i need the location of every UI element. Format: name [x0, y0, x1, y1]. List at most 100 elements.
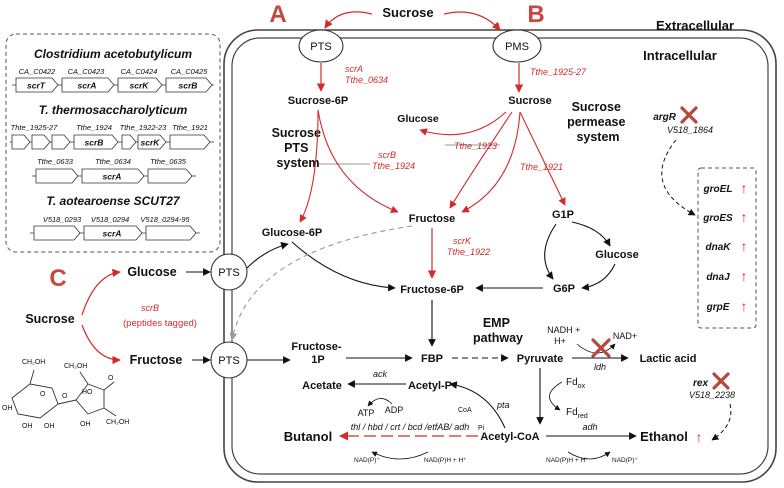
chaperone-box	[697, 167, 757, 329]
operon-tag: Tthe_0634	[95, 157, 131, 166]
atp: ATP	[358, 408, 375, 418]
extracellular-label: Extracellular	[656, 18, 734, 33]
gene-tthe-1922: Tthe_1922	[447, 247, 490, 257]
structure-label: OH	[80, 421, 91, 428]
arrow-sucrose-to-pms	[443, 11, 501, 31]
ethanol-cofactor-curve	[567, 451, 611, 460]
fd-curve	[549, 381, 563, 411]
ethanol: Ethanol	[640, 429, 688, 444]
arrow-pts-to-glucose6p	[246, 242, 289, 269]
operon-tag: CA_C0423	[68, 67, 106, 76]
operon-title-t-aote: T. aotearoense SCUT27	[46, 194, 180, 208]
gene-arrow	[31, 134, 51, 150]
operon-tag: Tthe_1922-23	[120, 123, 168, 132]
arrow-sucrose6p-to-fructose	[317, 109, 399, 214]
operon-panel	[5, 33, 221, 253]
gene-scrK: scrK	[453, 236, 472, 246]
acetyl-p: Acetyl-P	[408, 380, 452, 392]
up-arrow-icon: ↑	[741, 268, 748, 284]
pts-transporter-top	[298, 29, 344, 63]
operon-tag: V518_0294-95	[140, 215, 190, 224]
operon-tag: Tthe_0635	[150, 157, 187, 166]
gene-label: scrB	[179, 81, 198, 91]
pts-transporter-glucose	[210, 253, 248, 291]
fd-ox: Fdox	[566, 377, 586, 390]
gene-arrow	[147, 168, 193, 184]
arrow-sucrose-to-glucose-left	[81, 268, 121, 316]
gene-arrow	[33, 225, 81, 241]
argR-knockout-cross-icon	[680, 106, 698, 124]
permease-system-label: Sucrose permease system	[567, 100, 629, 144]
butanol-genes: thl / hbd / crt / bcd /etfAB/ adh	[351, 422, 470, 432]
arrow-sucrose-to-fructose-left	[81, 324, 121, 365]
nadh-h: NADH + H+	[547, 325, 583, 346]
arrow-g1p-to-glucose	[571, 221, 611, 247]
g1p: G1P	[552, 209, 574, 221]
glucose-right: Glucose	[595, 249, 638, 261]
arrow-sucrose-to-pts	[324, 11, 373, 29]
gene-arrow	[11, 134, 31, 150]
pts-label-glucose: PTS	[218, 267, 239, 279]
chaperone-dnak: dnaK	[706, 242, 732, 253]
structure-label: O	[40, 391, 46, 398]
pms-transporter	[492, 29, 542, 63]
glucose-upper: Glucose	[397, 113, 439, 125]
operon-tag: Thte_1925-27	[11, 123, 59, 132]
nadp-adh: NAD(P)⁺	[612, 457, 638, 464]
gene-label: scrK	[141, 138, 161, 148]
pi: Pi	[478, 425, 485, 432]
g6p: G6P	[553, 283, 575, 295]
up-arrow-icon: ↑	[741, 298, 748, 314]
fd-red: Fdred	[566, 407, 588, 420]
gene-scrB-left: scrB	[141, 303, 159, 313]
fbp: FBP	[421, 353, 443, 365]
gene-arrow	[121, 134, 137, 150]
arrow-sucrose-to-glucose	[419, 111, 507, 136]
gene-tthe-0634: Tthe_0634	[345, 75, 388, 85]
fructose-1p: Fructose- 1P	[291, 341, 344, 366]
pts-label-fructose: PTS	[218, 355, 239, 367]
up-arrow-icon: ↑	[741, 238, 748, 254]
rex-to-ethanol-arrow	[711, 403, 732, 441]
acetyl-coa: Acetyl-CoA	[480, 431, 539, 443]
gene-adh: adh	[582, 422, 597, 432]
arrow-glucose-to-g6p	[581, 263, 616, 291]
up-arrow-icon: ↑	[741, 209, 748, 225]
sucrose-left: Sucrose	[25, 312, 74, 326]
gene-tthe-1925-27: Tthe_1925-27	[530, 67, 587, 77]
operon-tag: CA_C0422	[19, 67, 57, 76]
operon-tag: Tthe_0633	[37, 157, 74, 166]
arrow-g1p-to-g6p	[544, 223, 557, 280]
atp-curve	[367, 398, 393, 407]
butanol-cofactor-curve	[371, 451, 429, 460]
arrow-sucrose-to-fructose-permease	[461, 111, 521, 213]
pts-system-label: Sucrose PTS system	[272, 126, 325, 170]
gene-arrow	[35, 168, 79, 184]
structure-label: CH₂OH	[106, 419, 129, 426]
chaperone-dnaj: dnaJ	[706, 272, 730, 283]
arrow-sucrose-to-g1p	[519, 111, 566, 206]
ldh-knockout-cross-icon	[591, 338, 611, 358]
up-arrow-icon: ↑	[741, 180, 748, 196]
chaperone-grpe: grpE	[706, 302, 730, 313]
lactic-acid: Lactic acid	[640, 353, 697, 365]
operon-tag: CA_C0425	[171, 67, 209, 76]
sucrose-intracellular: Sucrose	[508, 95, 551, 107]
pts-label-top: PTS	[310, 41, 331, 53]
rex-knockout-cross-icon	[712, 372, 730, 390]
glucose-6p: Glucose-6P	[262, 227, 323, 239]
structure-label: OH	[22, 423, 33, 430]
chaperone-groes: groES	[702, 213, 733, 224]
sucrose-6p: Sucrose-6P	[288, 95, 349, 107]
arrow-sucrose6p-to-glucose6p	[299, 109, 319, 223]
intracellular-label: Intracellular	[643, 48, 717, 63]
nadp-h-adh: NAD(P)H + H⁺	[546, 457, 589, 464]
gene-ldh: ldh	[594, 362, 606, 372]
panel-letter-a: A	[269, 1, 286, 28]
operon-tag: V518_0293	[43, 215, 82, 224]
arrow-fructose-to-pts-dashed	[229, 225, 413, 341]
sucrose-extracellular: Sucrose	[382, 5, 433, 20]
structure-label: OH	[2, 405, 13, 412]
adp: ADP	[385, 405, 404, 415]
